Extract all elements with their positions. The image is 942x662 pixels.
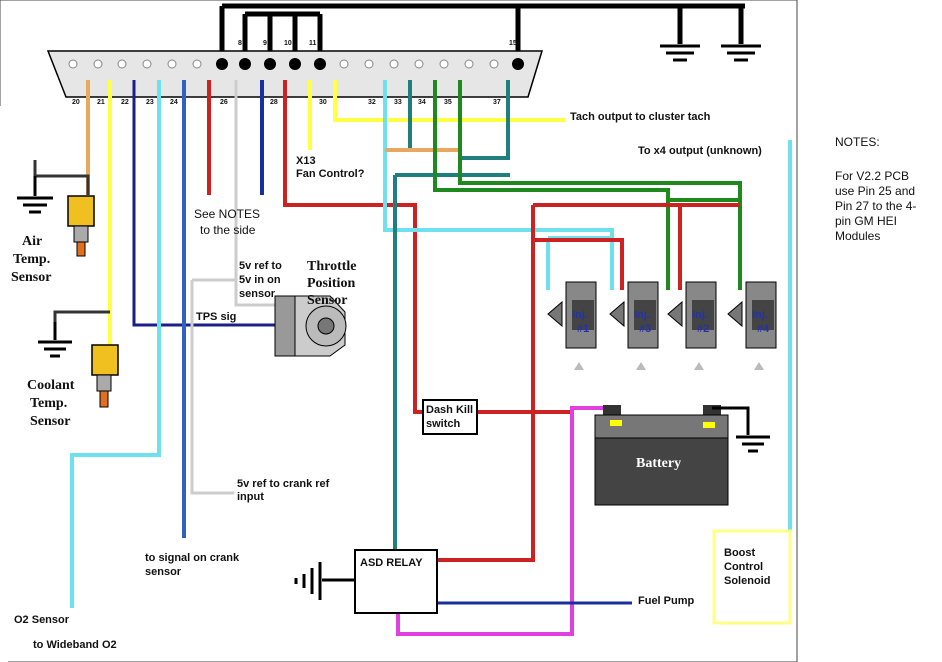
wire-pin23-o2 [70, 80, 161, 608]
injector-4: Inj. #4 [727, 281, 777, 370]
asd-relay-label: ASD RELAY [360, 557, 423, 569]
x13-label-1: X13 [296, 155, 316, 167]
wire-5v-ref [190, 80, 275, 495]
boost-label-1: Boost [724, 547, 756, 559]
injector-2: Inj. #2 [667, 281, 717, 370]
tps-label-3: Sensor [307, 293, 347, 308]
svg-text:#3: #3 [639, 323, 651, 335]
db-connector [46, 50, 544, 98]
wideband-label: to Wideband O2 [33, 639, 117, 651]
tps-label-1: Throttle [307, 259, 357, 274]
x4-output-label: To x4 output (unknown) [638, 145, 762, 157]
pin-label-9: 9 [263, 40, 267, 47]
ground-symbol-top-1 [660, 44, 700, 62]
asd-relay [354, 549, 438, 614]
battery-label: Battery [636, 456, 681, 471]
crank-ref-label-1: 5v ref to crank ref [237, 478, 330, 490]
pin-label-37: 37 [493, 99, 501, 106]
injector-1: Inj. #1 [547, 281, 597, 370]
pin-label-10: 10 [284, 40, 292, 47]
see-notes-label-2: to the side [200, 223, 256, 237]
tach-output-label: Tach output to cluster tach [570, 111, 711, 123]
air-temp-label-2: Temp. [13, 252, 50, 267]
injector-3: Inj. #3 [609, 281, 659, 370]
coolant-label-2: Temp. [30, 396, 67, 411]
pin-label-28: 28 [270, 99, 278, 106]
pin-label-26: 26 [220, 99, 228, 106]
notes-line-3: Pin 27 to the 4- [835, 199, 916, 213]
pin-label-15: 15 [509, 40, 517, 47]
tps-sig-label: TPS sig [196, 311, 236, 323]
fuel-pump-label: Fuel Pump [638, 595, 695, 607]
tps-label-2: Position [307, 276, 355, 291]
battery [594, 405, 770, 506]
notes-line-2: use Pin 25 and [835, 184, 915, 198]
dash-kill-label-1: Dash Kill [426, 404, 473, 416]
svg-text:Inj.: Inj. [692, 309, 708, 321]
air-temp-sensor [17, 160, 95, 257]
notes-line-5: Modules [835, 229, 880, 243]
svg-text:#4: #4 [757, 323, 770, 335]
see-notes-label-1: See NOTES [194, 207, 260, 221]
notes-line-4: pin GM HEI [835, 214, 897, 228]
pin-label-24: 24 [170, 99, 178, 106]
svg-text:Inj.: Inj. [634, 309, 650, 321]
notes-heading: NOTES: [835, 135, 880, 149]
crank-signal-label-1: to signal on crank [145, 552, 240, 564]
pin-label-23: 23 [146, 99, 154, 106]
connector-top-pins [68, 59, 499, 69]
pin-label-8: 8 [238, 40, 242, 47]
ground-symbol-top-2 [721, 44, 761, 62]
dash-kill-switch [422, 399, 478, 435]
ref5v-label-3: sensor [239, 288, 276, 300]
air-temp-label-1: Air [22, 234, 42, 249]
svg-text:#1: #1 [577, 323, 589, 335]
svg-text:#2: #2 [697, 323, 709, 335]
ref5v-label-2: 5v in on [239, 274, 281, 286]
throttle-position-sensor [274, 295, 347, 357]
pin-label-11: 11 [309, 40, 317, 47]
boost-label-3: Solenoid [724, 575, 770, 587]
wire-pin22-tps [132, 80, 275, 327]
x13-label-2: Fan Control? [296, 168, 365, 180]
wire-red-injectors [437, 203, 740, 562]
wire-red-dash-kill [283, 80, 570, 414]
pin-label-34: 34 [418, 99, 426, 106]
diagram-frame [0, 0, 798, 662]
dash-kill-label-2: switch [426, 418, 461, 430]
crank-signal-label-2: sensor [145, 566, 182, 578]
notes-line-1: For V2.2 PCB [835, 169, 909, 183]
connector-top-black-pins [216, 58, 524, 70]
ground-symbol-asd [294, 562, 322, 600]
coolant-temp-sensor [38, 310, 119, 408]
pin-label-20: 20 [72, 99, 80, 106]
pin-label-35: 35 [444, 99, 452, 106]
pin-label-32: 32 [368, 99, 376, 106]
svg-text:Inj.: Inj. [752, 309, 768, 321]
boost-label-2: Control [724, 561, 763, 573]
ref5v-label-1: 5v ref to [239, 260, 282, 272]
left-margin-blank [0, 106, 8, 662]
pin-label-30: 30 [319, 99, 327, 106]
wire-magenta-battery [396, 406, 605, 636]
pin-label-21: 21 [97, 99, 105, 106]
o2-sensor-label: O2 Sensor [14, 614, 70, 626]
coolant-label-1: Coolant [27, 378, 75, 393]
boost-control-solenoid [712, 529, 792, 625]
coolant-label-3: Sensor [30, 414, 70, 429]
wire-green-injectors [433, 80, 742, 290]
crank-ref-label-2: input [237, 491, 264, 503]
pin-label-33: 33 [394, 99, 402, 106]
pin-label-22: 22 [121, 99, 129, 106]
air-temp-label-3: Sensor [11, 270, 51, 285]
wire-tach-output [333, 80, 565, 122]
svg-text:Inj.: Inj. [572, 309, 588, 321]
